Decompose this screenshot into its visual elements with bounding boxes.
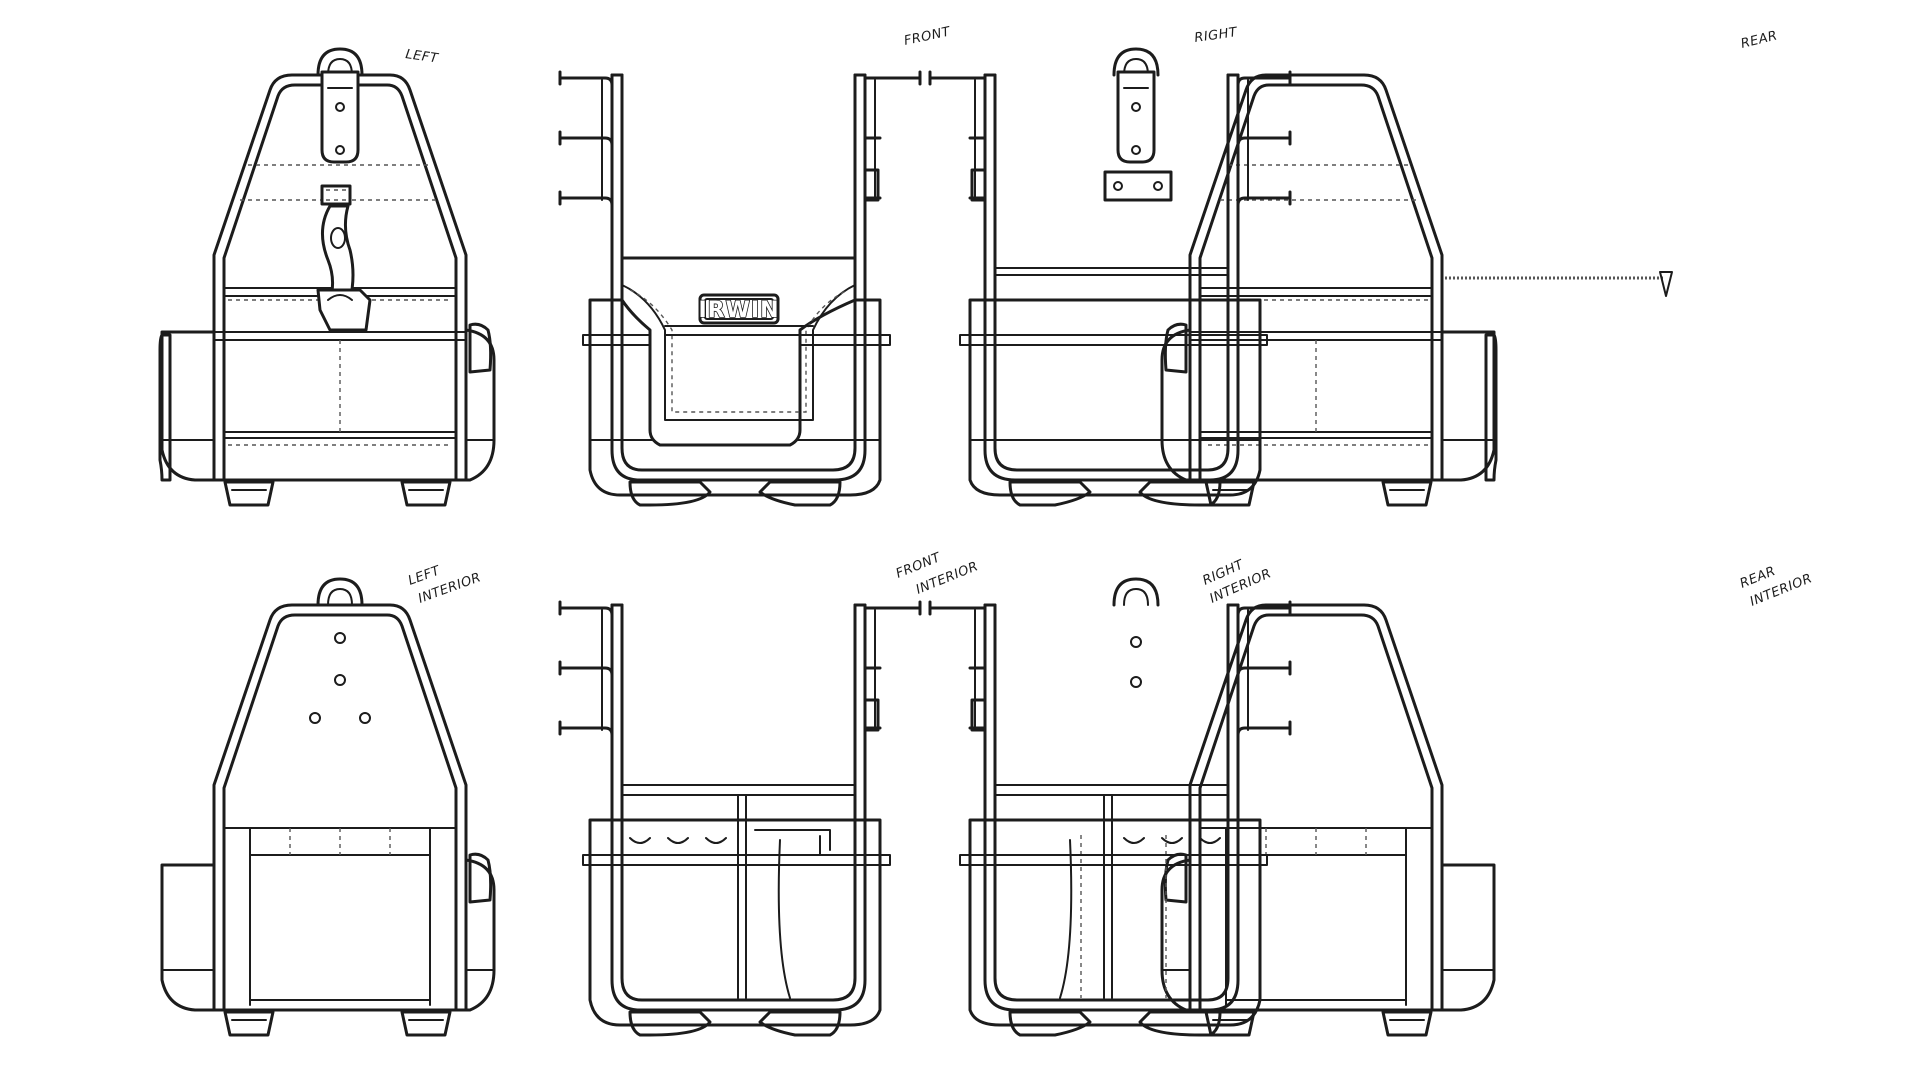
view-left: LEFT xyxy=(158,47,496,507)
view-left-interior: LEFT INTERIOR xyxy=(160,563,496,1037)
strap-tab-right xyxy=(1116,70,1156,164)
snap-hook xyxy=(321,204,355,302)
rear-zipper xyxy=(1445,271,1673,297)
view-front-interior: FRONT INTERIOR xyxy=(558,550,981,1037)
irwin-logo-badge xyxy=(698,293,780,325)
strap-loop xyxy=(316,288,372,332)
front-pocket-flap xyxy=(620,256,857,447)
view-front: IRWIN FRONT xyxy=(558,24,953,507)
strap-clip xyxy=(320,184,352,206)
view-rear xyxy=(928,70,1292,507)
label-rear: REAR xyxy=(1739,28,1779,52)
label-right: RIGHT xyxy=(1193,25,1238,46)
strap-tab xyxy=(320,70,360,164)
label-front: FRONT xyxy=(903,24,953,49)
strap-plate xyxy=(1103,170,1173,202)
view-right xyxy=(1103,47,1498,507)
label-left: LEFT xyxy=(404,47,439,67)
view-right-interior xyxy=(1080,577,1496,1037)
brand-logo: IRWIN xyxy=(699,298,780,323)
view-rear-interior xyxy=(928,600,1292,1037)
